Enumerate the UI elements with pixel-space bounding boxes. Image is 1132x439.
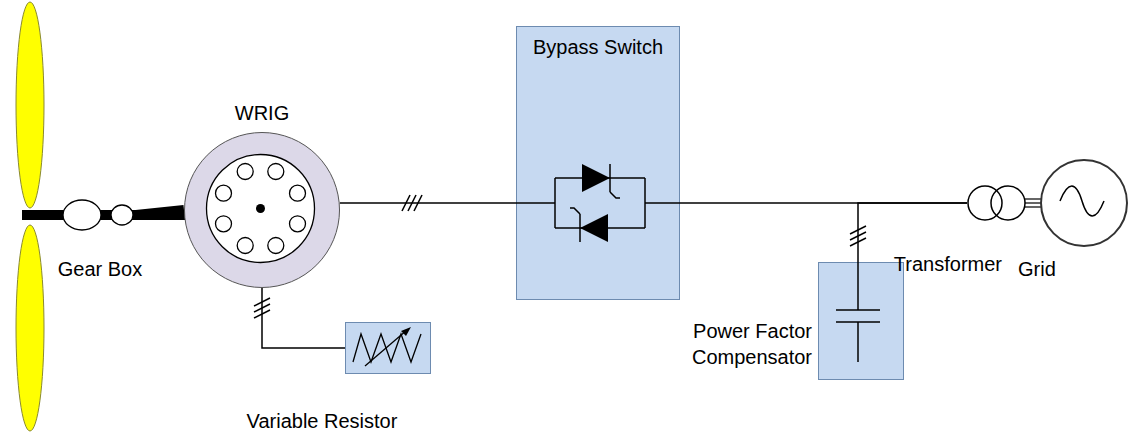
drawing-part xyxy=(582,164,610,192)
wire-segment xyxy=(262,288,345,348)
generator-circle: WRIG xyxy=(184,132,340,288)
gearbox: Gear Box xyxy=(62,198,136,232)
shape-art xyxy=(516,26,680,300)
blade xyxy=(16,225,44,431)
drive-shaft xyxy=(22,210,185,220)
drawing-part xyxy=(1060,186,1104,216)
node-label: Variable Resistor xyxy=(232,408,412,434)
drawing-part xyxy=(516,164,680,242)
drawing-part xyxy=(290,216,306,232)
drawing-part xyxy=(516,202,555,204)
wire-segment xyxy=(340,202,516,204)
node-label: Bypass Switch xyxy=(516,34,680,60)
transformer-symbol: Transformer xyxy=(967,185,1026,221)
switch-box: Bypass Switch xyxy=(516,26,680,300)
drawing-part xyxy=(268,238,284,254)
drawing-part xyxy=(268,164,284,180)
shape-art xyxy=(62,198,136,232)
drawing-part xyxy=(365,330,407,366)
compensator-box: Power Factor Compensator xyxy=(818,262,904,380)
drawing-part xyxy=(610,192,620,198)
drawing-part xyxy=(580,214,608,242)
drawing-part xyxy=(645,202,680,204)
resistor-box: Variable Resistor xyxy=(345,322,431,374)
drawing-part xyxy=(216,185,232,201)
drawing-part xyxy=(63,200,101,230)
wire xyxy=(136,210,184,215)
blade xyxy=(16,2,44,208)
shape-art xyxy=(967,185,1026,221)
shape-art xyxy=(345,322,431,374)
drawing-part xyxy=(836,262,880,362)
node-label: Power Factor Compensator xyxy=(690,318,812,370)
shape-art xyxy=(184,132,340,288)
drawing-part xyxy=(554,178,556,228)
drawing-part xyxy=(836,309,880,311)
node-label: Gear Box xyxy=(50,256,150,282)
wire xyxy=(340,203,516,204)
shape-art xyxy=(1040,159,1128,247)
drawing-part xyxy=(991,186,1025,220)
drawing-part xyxy=(570,208,580,214)
node-label: Transformer xyxy=(890,251,1002,277)
drawing-part xyxy=(216,164,306,254)
drawing-part xyxy=(857,322,859,362)
drawing-part xyxy=(111,205,133,225)
drawing-part xyxy=(401,327,411,336)
drawing-part xyxy=(207,155,315,263)
shape-art xyxy=(818,262,904,380)
wire xyxy=(262,288,345,348)
wire-segment xyxy=(136,210,184,215)
drawing-part xyxy=(256,204,265,213)
drawing-part xyxy=(237,238,253,254)
drawing-part xyxy=(290,185,306,201)
node-label: Grid xyxy=(1018,256,1078,282)
node-label: WRIG xyxy=(184,100,340,126)
drawing-part xyxy=(857,262,859,310)
grid-source: Grid xyxy=(1040,159,1128,247)
drawing-part xyxy=(353,334,421,362)
drawing-part xyxy=(237,164,253,180)
drawing-part xyxy=(216,216,232,232)
